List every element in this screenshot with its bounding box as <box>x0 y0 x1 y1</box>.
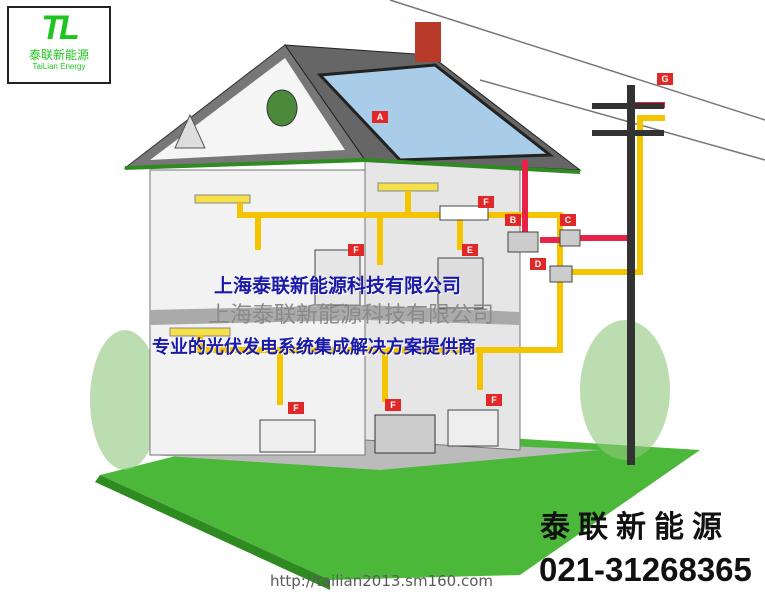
chimney <box>415 22 441 62</box>
label-g: G <box>657 73 673 85</box>
inverter <box>507 231 539 253</box>
label-f: F <box>288 402 304 414</box>
meter <box>559 229 581 247</box>
label-c: C <box>560 214 576 226</box>
printer <box>447 409 499 447</box>
phone-number: 021-31268365 <box>539 551 752 588</box>
company-logo: TL 泰联新能源 TaiLian Energy <box>7 6 111 84</box>
label-f: F <box>348 244 364 256</box>
logo-name-en: TaiLian Energy <box>32 62 86 71</box>
label-e: E <box>462 244 478 256</box>
brand-name: 泰联新能源 <box>540 510 730 545</box>
watermark-url: http://tailian2013.sm160.com <box>270 572 494 590</box>
label-a: A <box>372 111 388 123</box>
label-f: F <box>478 196 494 208</box>
pole-crossarm <box>592 130 664 136</box>
roof-trim <box>364 158 581 174</box>
label-d: D <box>530 258 546 270</box>
refrigerator <box>437 257 484 309</box>
solar-panel <box>316 63 555 162</box>
utility-pole <box>627 85 635 465</box>
microwave <box>259 419 316 453</box>
pole-crossarm <box>592 103 664 109</box>
round-window <box>266 89 298 127</box>
logo-name-cn: 泰联新能源 <box>28 48 89 62</box>
logo-mark: TL <box>41 9 80 47</box>
bush <box>580 320 670 460</box>
label-f: F <box>385 399 401 411</box>
company-name-shadow: 上海泰联新能源科技有限公司 <box>208 303 495 328</box>
dormer <box>174 113 206 149</box>
lawn-edge <box>95 475 330 590</box>
slogan: 专业的光伏发电系统集成解决方案提供商 <box>152 337 476 358</box>
distribution-box <box>549 265 573 283</box>
ceiling-light <box>194 194 251 204</box>
lawn <box>100 425 700 580</box>
air-conditioner <box>439 205 489 221</box>
label-f: F <box>486 394 502 406</box>
middle-floor <box>150 305 520 325</box>
appliance <box>314 249 361 306</box>
bush <box>90 330 160 470</box>
dc-wiring <box>522 102 665 243</box>
label-b: B <box>505 214 521 226</box>
power-line <box>389 0 765 121</box>
computer <box>374 414 436 454</box>
company-name: 上海泰联新能源科技有限公司 <box>214 275 462 297</box>
ac-wiring <box>197 115 665 405</box>
power-line <box>479 79 765 161</box>
ceiling-light <box>377 182 439 192</box>
roof-trim <box>124 158 366 170</box>
